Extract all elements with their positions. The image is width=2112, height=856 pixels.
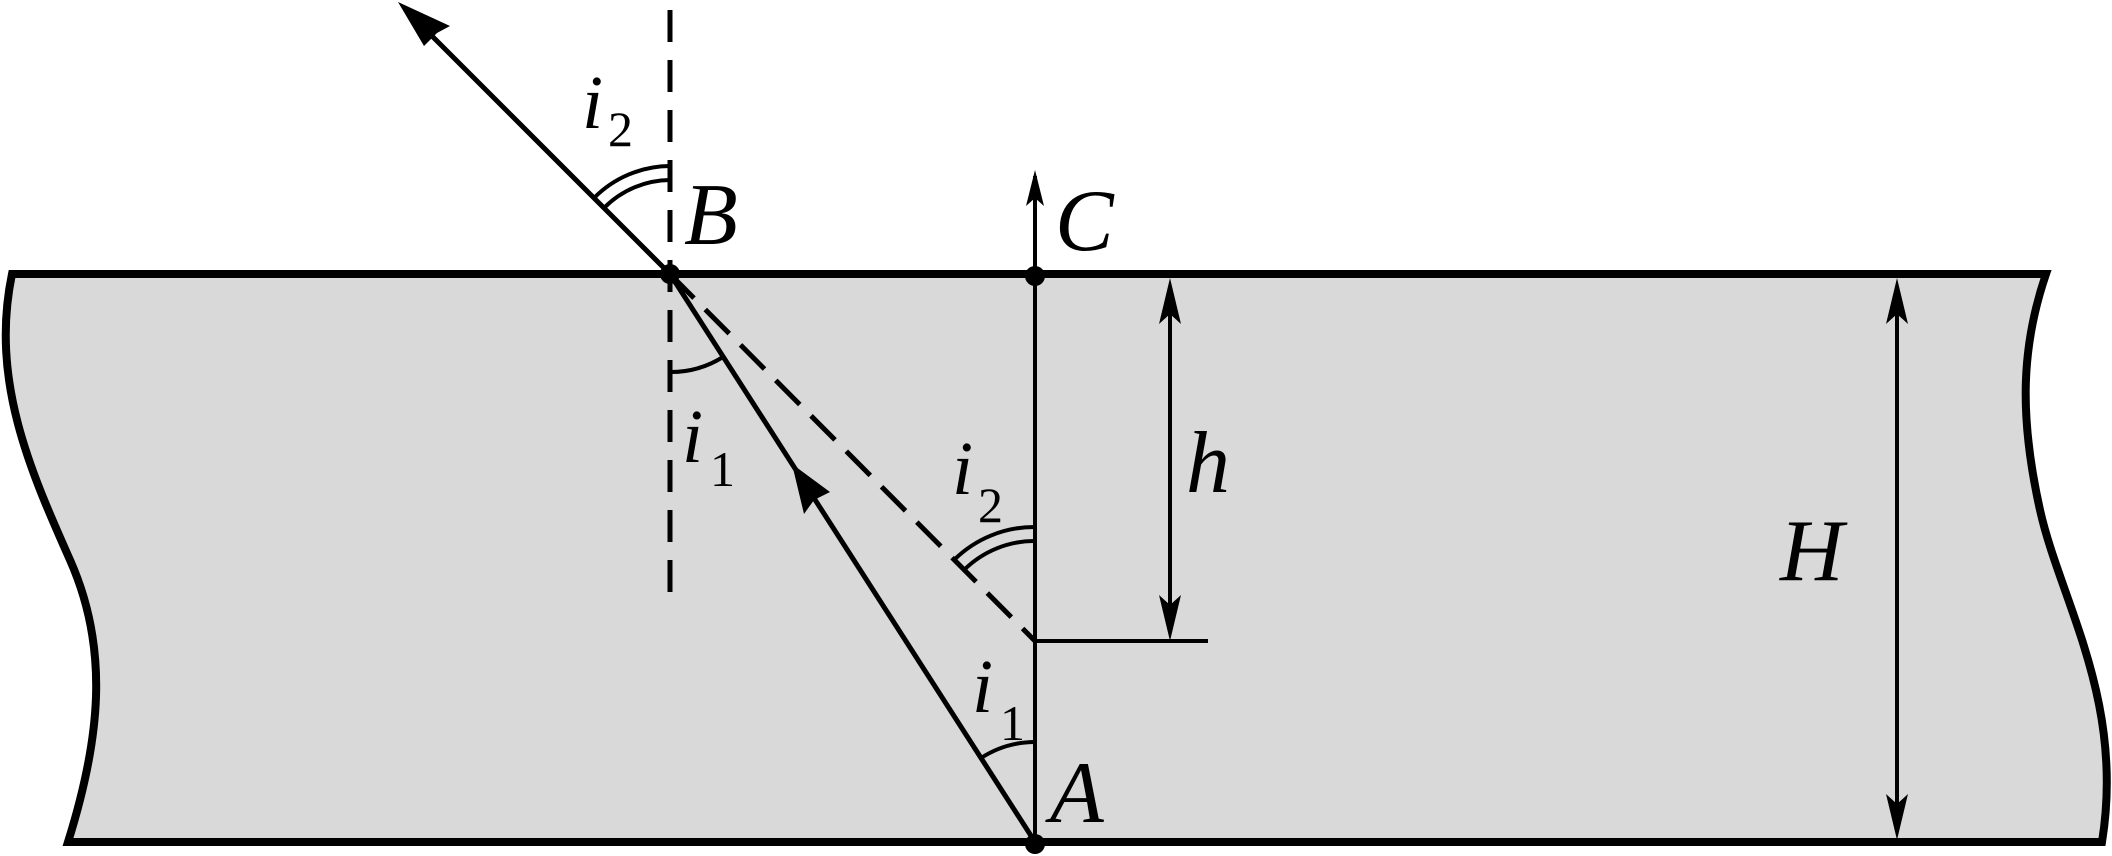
depth-h-arrow-top xyxy=(1159,278,1181,324)
label-angle-i2-mid-sub: 2 xyxy=(978,477,1003,533)
label-angle-i1-top-sub: 1 xyxy=(710,441,735,497)
label-angle-i1-bottom-sub: 1 xyxy=(1000,695,1025,751)
thickness-h-arrow-top xyxy=(1886,278,1908,324)
virtual-ray-dashed xyxy=(668,272,1037,643)
refracted-ray-air xyxy=(406,10,672,276)
point-a-dot xyxy=(1025,834,1045,854)
vertical-line-arrowhead xyxy=(1026,170,1044,206)
incident-ray-medium xyxy=(667,272,1038,844)
angle-arc-i1-bottom xyxy=(979,740,1036,760)
incident-ray-arrowhead xyxy=(792,464,830,514)
depth-h-arrow-bottom xyxy=(1159,595,1181,641)
point-c-dot xyxy=(1025,266,1045,286)
label-angle-i1-bottom: i xyxy=(972,645,993,729)
label-point-b: B xyxy=(684,167,738,264)
point-b-dot xyxy=(660,264,680,284)
medium-slab xyxy=(1,270,2111,846)
label-point-a: A xyxy=(1045,745,1105,842)
refracted-ray-arrowhead xyxy=(398,2,450,46)
label-angle-i2-top-sub: 2 xyxy=(608,101,633,157)
label-thickness-h: H xyxy=(1779,503,1848,600)
label-depth-h: h xyxy=(1186,415,1230,512)
angle-arc-i2-top-outer xyxy=(592,164,671,200)
angle-arc-i2-mid-inner xyxy=(962,538,1036,572)
label-angle-i1-top: i xyxy=(682,395,703,479)
thickness-h-arrow-bottom xyxy=(1886,794,1908,840)
angle-arc-i2-top-inner xyxy=(602,178,671,210)
angle-arc-i1-top xyxy=(669,355,725,375)
label-angle-i2-mid: i xyxy=(952,427,973,511)
label-angle-i2-top: i xyxy=(582,61,603,145)
angle-arc-i2-mid-outer xyxy=(952,524,1036,562)
label-point-c: C xyxy=(1055,173,1115,270)
